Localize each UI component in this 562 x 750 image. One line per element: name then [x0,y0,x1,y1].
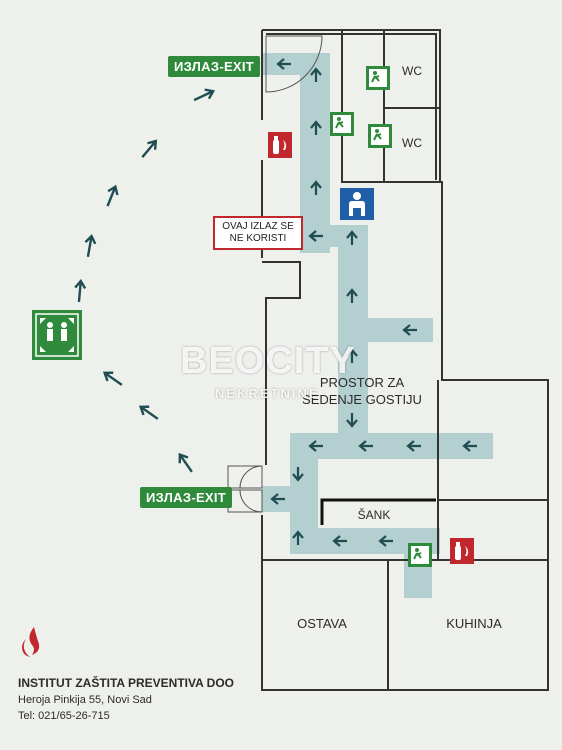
route-arrow [346,413,358,428]
route-arrows [270,58,477,547]
route-arrow [358,440,373,452]
route-arrow [308,440,323,452]
fire-extinguisher-icon [450,538,474,564]
evacuation-path-arrow [74,278,87,303]
evacuation-path-arrow [178,452,193,473]
person-icon [340,188,374,220]
company-name: INSTITUT ZAŠTITA PREVENTIVA DOO [18,676,234,690]
watermark-sub: NEKRETNINE [215,386,320,401]
route-arrow [346,288,358,303]
room-label-seating-1: PROSTOR ZA [320,375,405,390]
running-man-icon [330,112,354,136]
evacuation-path-arrow [193,88,216,102]
route-arrow [402,324,417,336]
evacuation-path-arrow [102,371,123,386]
room-label-kitchen: KUHINJA [446,616,502,631]
route-arrow [462,440,477,452]
route-arrow [310,120,322,135]
evacuation-path-arrow [141,139,158,158]
room-label-wc-1: WC [402,64,422,78]
route-arrow [292,530,304,545]
assembly-point-icon [32,310,82,360]
fire-extinguisher-icon [268,132,292,158]
notice-line-1: OVAJ IZLAZ SE [222,221,294,232]
evacuation-path-arrow [106,184,119,207]
route-arrow [310,67,322,82]
route-arrow [310,180,322,195]
room-label-storage: OSTAVA [297,616,347,631]
route-arrow [346,230,358,245]
bar-counter [320,498,436,525]
route-arrow [346,348,358,363]
watermark-brand: BEOCITY [180,340,356,382]
evacuation-path-arrows [74,88,216,473]
route-arrow [292,467,304,482]
room-label-bar: ŠANK [358,507,391,522]
exit-sign-bottom: ИЗЛАЗ-EXIT [140,487,233,508]
company-address: Heroja Pinkija 55, Novi Sad [18,694,152,706]
walls [261,29,549,691]
running-man-icon [408,543,432,567]
route-arrow [308,230,323,242]
escape-route [262,53,493,598]
company-logo-icon [22,627,40,657]
route-arrow [270,493,285,505]
running-man-icon [368,124,392,148]
route-arrow [332,535,347,547]
route-arrow [378,535,393,547]
route-arrow [276,58,291,70]
route-arrow [406,440,421,452]
evacuation-path-arrow [138,405,159,420]
door-swings [227,35,323,513]
notice-line-2: NE KORISTI [229,233,287,244]
room-label-wc-2: WC [402,136,422,150]
company-phone: Tel: 021/65-26-715 [18,710,110,722]
room-label-seating-2: SEDENJE GOSTIJU [302,392,422,407]
unused-exit-notice: OVAJ IZLAZ SE NE KORISTI [213,216,303,250]
exit-sign-top: ИЗЛАЗ-EXIT [168,56,261,77]
running-man-icon [366,66,390,90]
evacuation-path-arrow [84,234,97,258]
